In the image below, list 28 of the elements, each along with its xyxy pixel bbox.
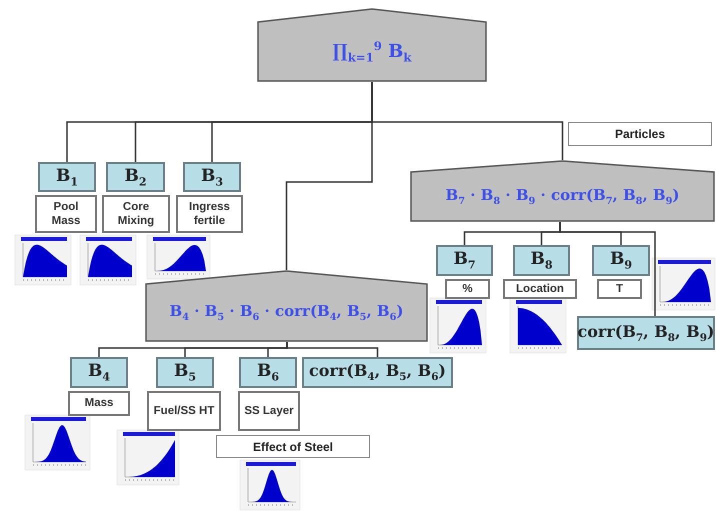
variable-label: B$_{4}$	[70, 357, 128, 388]
variable-description: Location	[503, 279, 577, 299]
note-box: Particles	[568, 122, 712, 146]
variable-description: Mass	[68, 391, 130, 416]
connector-line	[286, 342, 378, 357]
variable-label: B$_{6}$	[239, 357, 297, 388]
variable-label: B$_{9}$	[592, 245, 650, 276]
variable-description: Core Mixing	[102, 195, 170, 233]
variable-label: B$_{7}$	[436, 245, 493, 276]
connector-line	[371, 82, 564, 160]
variable-label: B$_{1}$	[38, 162, 96, 192]
variable-label: B$_{2}$	[106, 162, 165, 192]
variable-label: B$_{3}$	[183, 162, 241, 192]
variable-description: Fuel/SS HT	[147, 391, 221, 431]
variable-description: %	[445, 279, 490, 299]
note-box: Effect of Steel	[216, 435, 370, 458]
variable-label: B$_{8}$	[513, 245, 570, 276]
formula-box: corr(B$_{4}$, B$_{5}$, B$_{6}$)	[302, 357, 453, 388]
formula-text: ∏$_{k=1}$$^{9}$ B$_{k}$	[332, 38, 413, 64]
variable-description: T	[597, 279, 642, 299]
formula-text: B$_{7}$ · B$_{8}$ · B$_{9}$ · corr(B$_{7}$, B$_{8}$, B$_{9}$)	[444, 186, 680, 207]
variable-description: SS Layer	[238, 391, 300, 431]
variable-description: Ingress fertile	[176, 195, 243, 233]
formula-box: corr(B$_{7}$, B$_{8}$, B$_{9}$)	[577, 316, 715, 350]
variable-description: Pool Mass	[35, 195, 97, 233]
formula-text: B$_{4}$ · B$_{5}$ · B$_{6}$ · corr(B$_{4}$, B$_{5}$, B$_{6}$)	[168, 302, 404, 323]
connector-line	[559, 222, 656, 316]
variable-label: B$_{5}$	[156, 357, 214, 388]
